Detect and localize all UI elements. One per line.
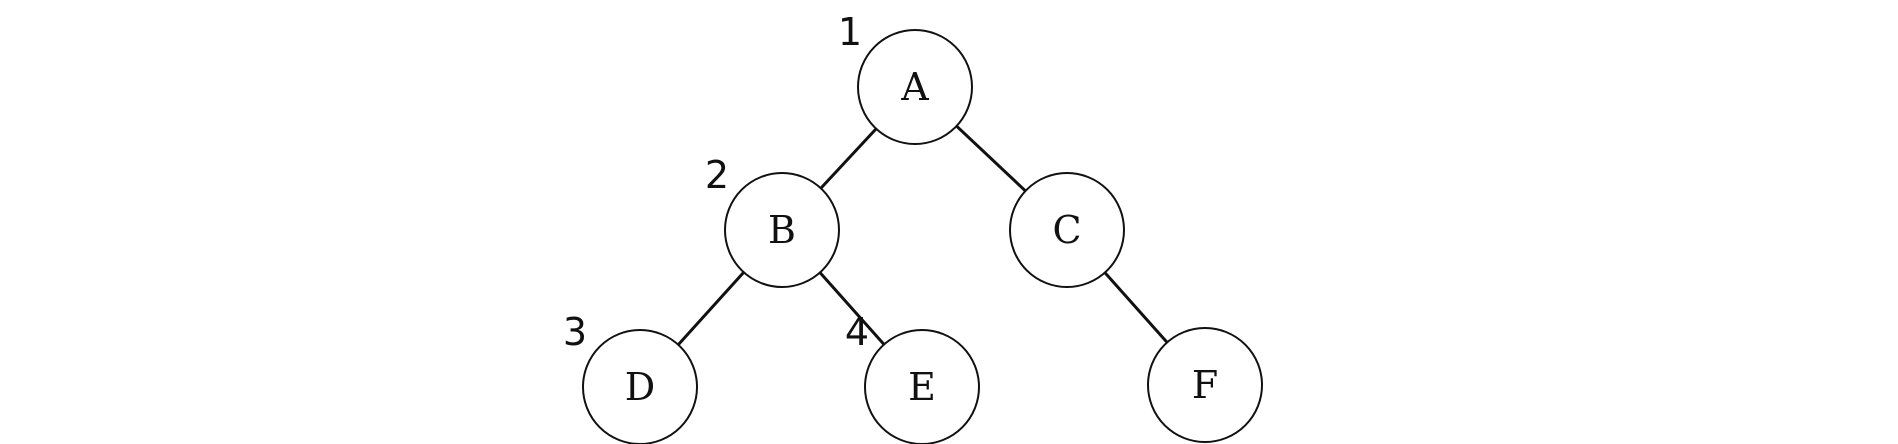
edge-b-d — [676, 270, 746, 347]
node-circle-b — [724, 172, 840, 288]
node-label-c: C — [1052, 208, 1081, 252]
node-label-f: F — [1192, 363, 1218, 407]
order-label-a: 1 — [838, 10, 862, 54]
node-circle-f — [1147, 327, 1263, 443]
tree-nodes: A B C D E F — [582, 29, 1263, 444]
order-label-b: 2 — [705, 153, 729, 197]
edge-a-b — [819, 127, 878, 190]
node-circle-d — [582, 329, 698, 444]
edge-b-e — [818, 271, 886, 346]
node-label-e: E — [908, 365, 936, 409]
order-label-d: 3 — [563, 310, 587, 354]
node-label-b: B — [768, 208, 796, 252]
order-label-e: 4 — [845, 310, 869, 354]
node-f: F — [1147, 327, 1263, 443]
node-label-a: A — [900, 65, 929, 109]
edge-a-c — [955, 124, 1027, 193]
node-b: B — [724, 172, 840, 288]
node-e: E — [864, 329, 980, 444]
node-d: D — [582, 329, 698, 444]
edge-c-f — [1103, 271, 1169, 344]
node-circle-e — [864, 329, 980, 444]
traversal-order-labels: 1 2 3 4 — [563, 10, 869, 354]
node-c: C — [1009, 172, 1125, 288]
node-label-d: D — [625, 365, 655, 409]
tree-edges — [676, 124, 1169, 347]
node-circle-c — [1009, 172, 1125, 288]
node-circle-a — [857, 29, 973, 145]
node-a: A — [857, 29, 973, 145]
